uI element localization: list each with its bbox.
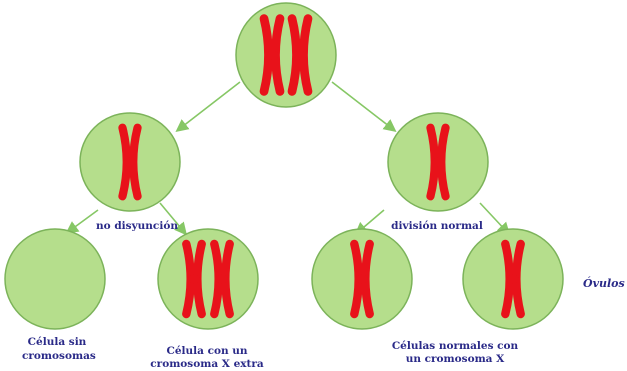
nondisjunction-cell (79, 112, 181, 212)
arrow (479, 202, 511, 236)
normal-cells-label-line1: Células normales con (391, 340, 519, 352)
eggs-label: Óvulos (583, 277, 625, 290)
normal-cells-label-line2: un cromosoma X (405, 353, 505, 365)
egg-cell-no-chromosome (4, 228, 106, 330)
x-chromosome (287, 14, 313, 96)
x-chromosome (118, 123, 142, 201)
x-chromosome (350, 239, 374, 319)
cell-no-chromosome-label-line2: cromosomas (22, 350, 96, 362)
normal-division-cell (387, 112, 489, 212)
x-chromosome (501, 239, 525, 319)
arrow (175, 81, 241, 132)
egg-cell-normal-1 (311, 228, 413, 330)
x-chromosome (426, 123, 450, 201)
egg-cell-extra-x (157, 228, 259, 330)
nondisjunction-label: no disyunción (96, 220, 178, 232)
cell-no-chromosome-label-line1: Célula sin (27, 336, 87, 348)
arrow (331, 81, 397, 132)
cell-extra-x-label-line1: Célula con un (166, 345, 248, 357)
arrow (159, 202, 188, 236)
x-chromosome (210, 239, 234, 319)
x-chromosome (182, 239, 206, 319)
parent-cell (235, 2, 337, 108)
x-chromosome (259, 14, 285, 96)
cell-extra-x-label-line2: cromosoma X extra (150, 358, 264, 370)
arrow (65, 209, 99, 234)
egg-cell-normal-2 (462, 228, 564, 330)
normal-division-label: división normal (391, 220, 483, 232)
